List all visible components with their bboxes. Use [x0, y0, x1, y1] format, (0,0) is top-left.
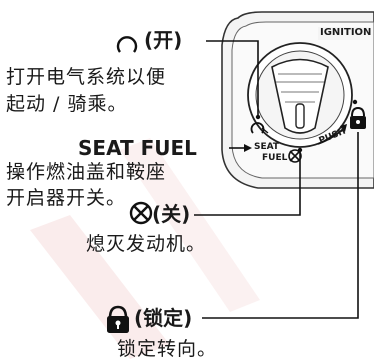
on-title: (开) [144, 28, 183, 52]
padlock-icon [107, 305, 129, 333]
switch-fuel-label: FUEL [262, 153, 288, 163]
leader-lines [194, 40, 359, 319]
on-desc-line2: 起动 / 骑乘。 [6, 93, 128, 115]
switch-off-icon [288, 149, 302, 163]
ignition-label: IGNITION [320, 27, 372, 38]
switch-seat-label: SEAT [254, 142, 280, 152]
lock-title: (锁定) [134, 306, 193, 330]
seat-fuel-arrow [244, 144, 252, 152]
switch-lock-icon [350, 106, 366, 129]
on-desc-line1: 打开电气系统以便 [6, 66, 167, 88]
on-circle-icon [116, 36, 138, 53]
seat-fuel-title: SEAT FUEL [78, 136, 197, 160]
seat-fuel-desc-line1: 操作燃油盖和鞍座 [6, 161, 167, 183]
lock-desc: 锁定转向。 [117, 338, 218, 360]
watermark [30, 138, 260, 359]
switch-on-icon [250, 122, 265, 134]
off-title: (关) [152, 202, 191, 226]
ignition-dial [247, 42, 358, 153]
off-crossed-circle-icon [129, 201, 153, 225]
off-desc: 熄灭发动机。 [86, 233, 207, 255]
seat-fuel-desc-line2: 开启器开关。 [6, 187, 127, 209]
